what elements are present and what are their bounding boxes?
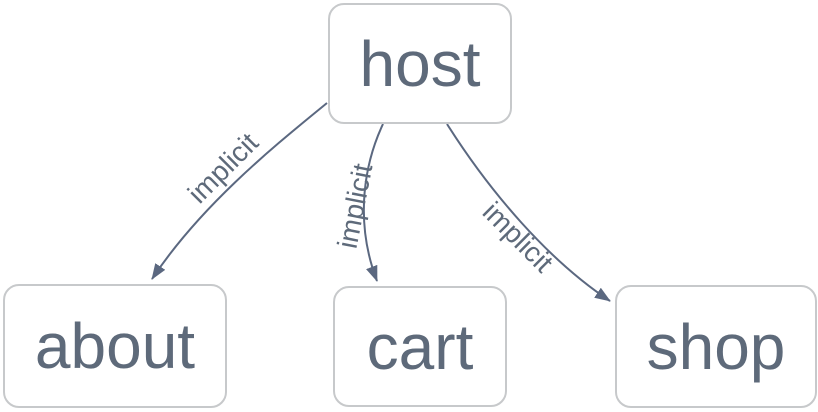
edge-host-cart <box>362 123 384 282</box>
node-about-label: about <box>34 310 196 382</box>
node-shop-label: shop <box>646 310 786 383</box>
node-about[interactable]: about <box>3 284 227 408</box>
edge-label-host-cart: implicit <box>332 161 379 251</box>
edge-label-host-shop: implicit <box>477 196 560 279</box>
node-host[interactable]: host <box>328 3 512 124</box>
edge-host-about <box>151 102 328 280</box>
node-cart-label: cart <box>366 310 474 383</box>
node-host-label: host <box>359 27 481 100</box>
edge-host-shop <box>446 123 611 302</box>
node-shop[interactable]: shop <box>615 285 817 408</box>
node-cart[interactable]: cart <box>333 286 507 407</box>
